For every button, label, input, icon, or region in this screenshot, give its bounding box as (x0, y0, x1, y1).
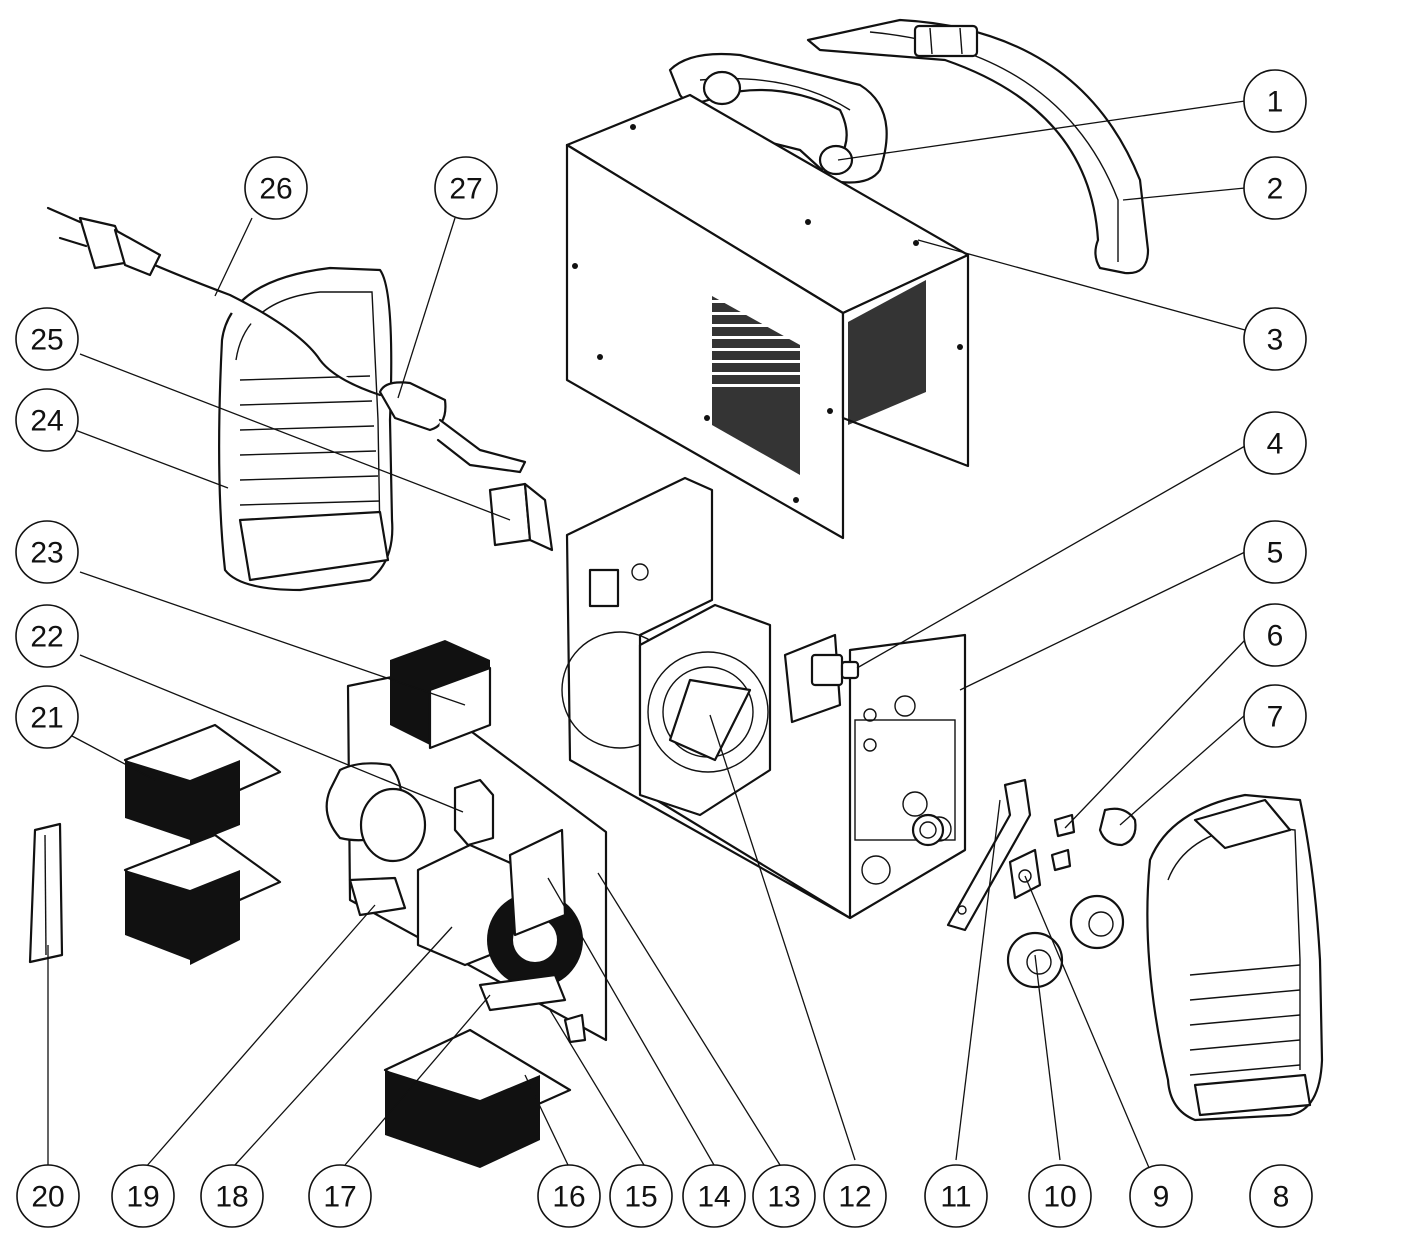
callout-8: 8 (1249, 1164, 1313, 1228)
callout-24: 24 (15, 388, 79, 452)
callout-label: 26 (259, 173, 292, 206)
callout-label: 25 (30, 324, 63, 357)
callout-18: 18 (200, 1164, 264, 1228)
output-sockets (1006, 894, 1125, 989)
callout-label: 11 (940, 1181, 971, 1214)
callout-label: 6 (1267, 620, 1284, 653)
callout-label: 2 (1267, 173, 1284, 206)
callout-label: 17 (323, 1181, 356, 1214)
leader-lines (47, 100, 1246, 1197)
callout-14: 14 (682, 1164, 746, 1228)
callout-label: 4 (1267, 428, 1284, 461)
callout-label: 24 (30, 405, 63, 438)
terminal-block (1008, 848, 1042, 900)
mounting-bracket (946, 778, 1032, 932)
callout-label: 14 (697, 1181, 730, 1214)
chassis (561, 476, 967, 920)
callout-4: 4 (1243, 411, 1307, 475)
callout-label: 7 (1267, 701, 1284, 734)
callout-label: 1 (1267, 86, 1284, 119)
callout-10: 10 (1028, 1164, 1092, 1228)
connectors (348, 876, 587, 1044)
callout-26: 26 (244, 156, 308, 220)
front-frame (1146, 793, 1324, 1122)
callout-label: 22 (30, 621, 63, 654)
cooling-fan (638, 603, 772, 817)
heatsink-upper-left (123, 723, 282, 845)
callout-label: 19 (126, 1181, 159, 1214)
control-knob (911, 807, 1137, 847)
callout-label: 3 (1267, 324, 1284, 357)
callout-label: 16 (552, 1181, 585, 1214)
callout-6: 6 (1243, 603, 1307, 667)
callout-label: 23 (30, 537, 63, 570)
callout-3: 3 (1243, 307, 1307, 371)
top-heatsink (390, 640, 492, 750)
callout-23: 23 (15, 520, 79, 584)
housing-cover (565, 93, 970, 540)
callout-19: 19 (111, 1164, 175, 1228)
callout-5: 5 (1243, 520, 1307, 584)
potentiometer-board (783, 633, 860, 724)
board-clip (28, 822, 64, 964)
callout-16: 16 (537, 1164, 601, 1228)
callout-21: 21 (15, 685, 79, 749)
callout-2: 2 (1243, 156, 1307, 220)
cable-gland (378, 381, 527, 474)
callout-1: 1 (1243, 69, 1307, 133)
callout-label: 8 (1273, 1181, 1290, 1214)
callout-label: 20 (31, 1181, 64, 1214)
callout-15: 15 (609, 1164, 673, 1228)
callout-27: 27 (434, 156, 498, 220)
callout-label: 5 (1267, 537, 1284, 570)
callout-label: 27 (449, 173, 482, 206)
screws (1050, 813, 1076, 872)
callout-11: 11 (924, 1164, 988, 1228)
callout-22: 22 (15, 604, 79, 668)
callout-9: 9 (1129, 1164, 1193, 1228)
power-switch (488, 482, 554, 552)
callout-25: 25 (15, 307, 79, 371)
callout-7: 7 (1243, 684, 1307, 748)
callout-label: 15 (624, 1181, 657, 1214)
power-cable (46, 206, 382, 397)
callout-20: 20 (16, 1164, 80, 1228)
heatsink-bottom (383, 1028, 572, 1168)
callout-13: 13 (752, 1164, 816, 1228)
callout-label: 18 (215, 1181, 248, 1214)
callout-label: 13 (767, 1181, 800, 1214)
callout-12: 12 (823, 1164, 887, 1228)
callout-label: 12 (838, 1181, 871, 1214)
heatsink-middle-left (123, 833, 282, 965)
capacitors (325, 762, 427, 863)
callout-label: 21 (30, 702, 63, 735)
callout-label: 10 (1043, 1181, 1076, 1214)
control-board (508, 828, 567, 937)
callout-label: 9 (1153, 1181, 1170, 1214)
rear-frame (218, 266, 394, 592)
callout-17: 17 (308, 1164, 372, 1228)
shoulder-strap (806, 18, 1150, 275)
small-inductor (453, 778, 495, 847)
